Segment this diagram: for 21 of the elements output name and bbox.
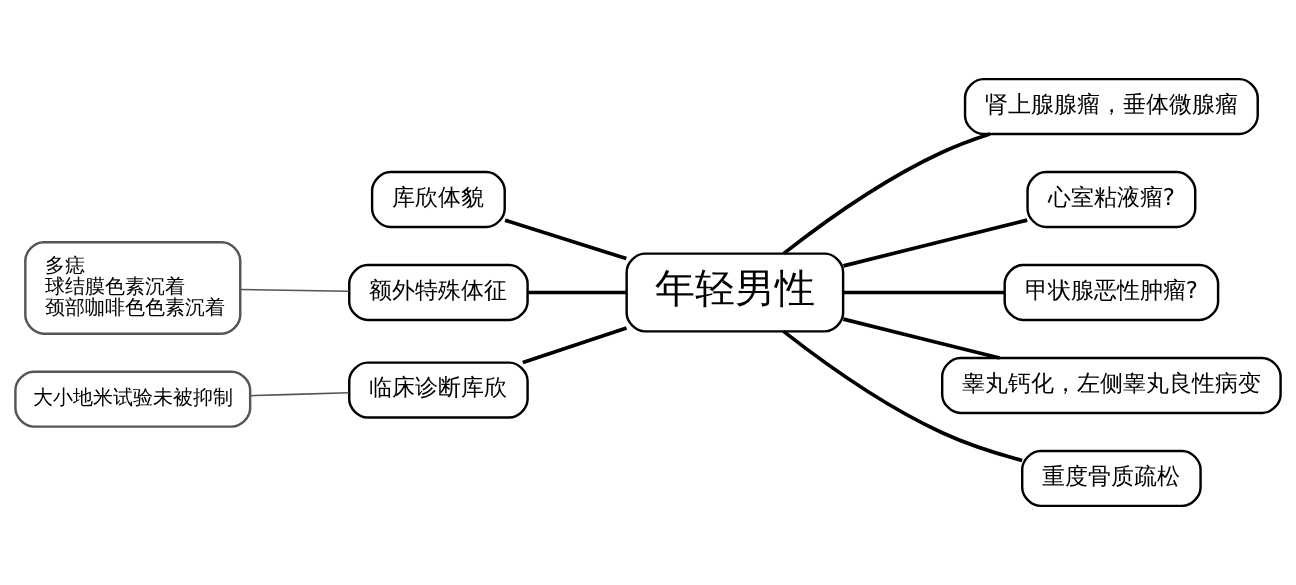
node-box: 年轻男性 — [625, 252, 845, 333]
connector — [782, 132, 991, 256]
node-box: 重度骨质疏松 — [1021, 449, 1202, 508]
connector — [843, 290, 1005, 295]
connector — [239, 288, 350, 292]
node-box: 肾上腺腺瘤，垂体微腺瘤 — [963, 77, 1259, 136]
connector — [504, 218, 627, 261]
node-box: 额外特殊体征 — [348, 263, 529, 322]
node-box: 睾丸钙化，左侧睾丸良性病变 — [940, 356, 1282, 415]
node-box: 心室粘液瘤? — [1026, 170, 1197, 229]
node-box: 甲状腺恶性肿瘤? — [1003, 263, 1220, 322]
connector — [249, 391, 350, 397]
node-box: 临床诊断库欣 — [348, 361, 529, 419]
connector — [843, 317, 1001, 360]
node-box: 库欣体貌 — [370, 170, 506, 229]
node-box: 大小地米试验未被抑制 — [14, 370, 252, 428]
connector — [843, 218, 1028, 268]
connector — [522, 326, 628, 365]
node-box: 多痣 球结膜色素沉着 颈部咖啡色色素沉着 — [24, 241, 242, 335]
connector — [528, 290, 627, 295]
connector — [782, 329, 1023, 463]
